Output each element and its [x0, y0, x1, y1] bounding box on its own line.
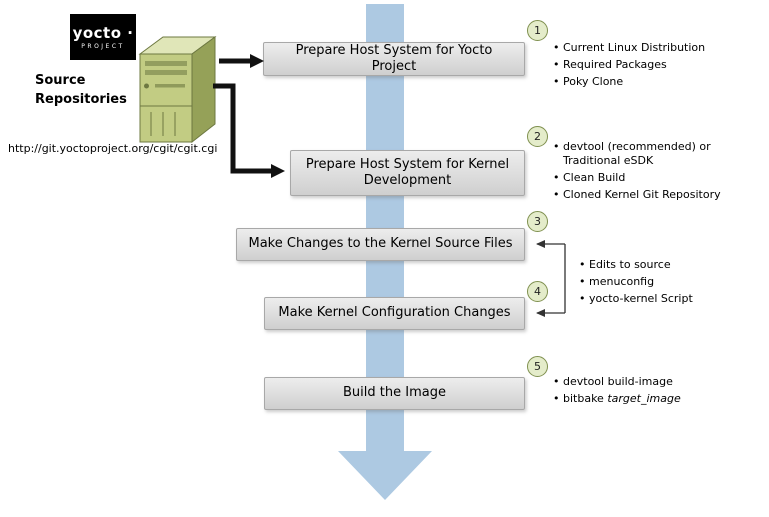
step-box-make-source-changes: Make Changes to the Kernel Source Files	[236, 228, 525, 261]
server-front-face	[139, 53, 193, 143]
step-box-make-config-changes: Make Kernel Configuration Changes	[264, 297, 525, 330]
yocto-logo-subtext: PROJECT	[81, 43, 125, 50]
bullet-item: devtool build-image	[552, 375, 747, 390]
server-ridges	[150, 112, 176, 136]
step-1-bullets: Current Linux Distribution Required Pack…	[552, 41, 747, 91]
step-number-5: 5	[527, 356, 548, 377]
bullet-item: Cloned Kernel Git Repository	[552, 188, 762, 203]
step-box-prepare-host-yocto: Prepare Host System for Yocto Project	[263, 42, 525, 76]
step-number-2: 2	[527, 126, 548, 147]
yocto-logo: yocto · PROJECT	[70, 14, 136, 60]
server-disk-slot	[155, 84, 185, 88]
step-box-prepare-host-kernel: Prepare Host System for Kernel Developme…	[290, 150, 525, 196]
yocto-logo-text: yocto ·	[72, 24, 134, 42]
step-number-3: 3	[527, 211, 548, 232]
step-box-build-image: Build the Image	[264, 377, 525, 410]
bullet-item: Required Packages	[552, 58, 747, 73]
bullet-item: Clean Build	[552, 171, 762, 186]
server-power-button	[144, 83, 149, 89]
bullet-item: Current Linux Distribution	[552, 41, 747, 56]
steps-3-4-shared-bullets: Edits to source menuconfig yocto-kernel …	[578, 258, 743, 308]
server-vent	[145, 70, 187, 75]
bitbake-target-image: target_image	[607, 391, 681, 405]
step-5-bullets: devtool build-image bitbake target_image	[552, 375, 747, 409]
source-repositories-label: Source Repositories	[35, 73, 127, 107]
repo-url-text: http://git.yoctoproject.org/cgit/cgit.cg…	[8, 142, 218, 155]
server-vent	[145, 61, 187, 66]
step-2-bullets: devtool (recommended) or Traditional eSD…	[552, 140, 762, 205]
bullet-item: menuconfig	[578, 275, 743, 290]
bitbake-command-prefix: bitbake	[563, 391, 608, 405]
bullet-item: bitbake target_image	[552, 391, 747, 407]
bullet-item: Poky Clone	[552, 75, 747, 90]
bullet-item: devtool (recommended) or Traditional eSD…	[552, 140, 762, 169]
step-number-1: 1	[527, 20, 548, 41]
step-number-4: 4	[527, 281, 548, 302]
server-side-face	[191, 36, 216, 144]
bullet-item: yocto-kernel Script	[578, 292, 743, 307]
bullet-item: Edits to source	[578, 258, 743, 273]
